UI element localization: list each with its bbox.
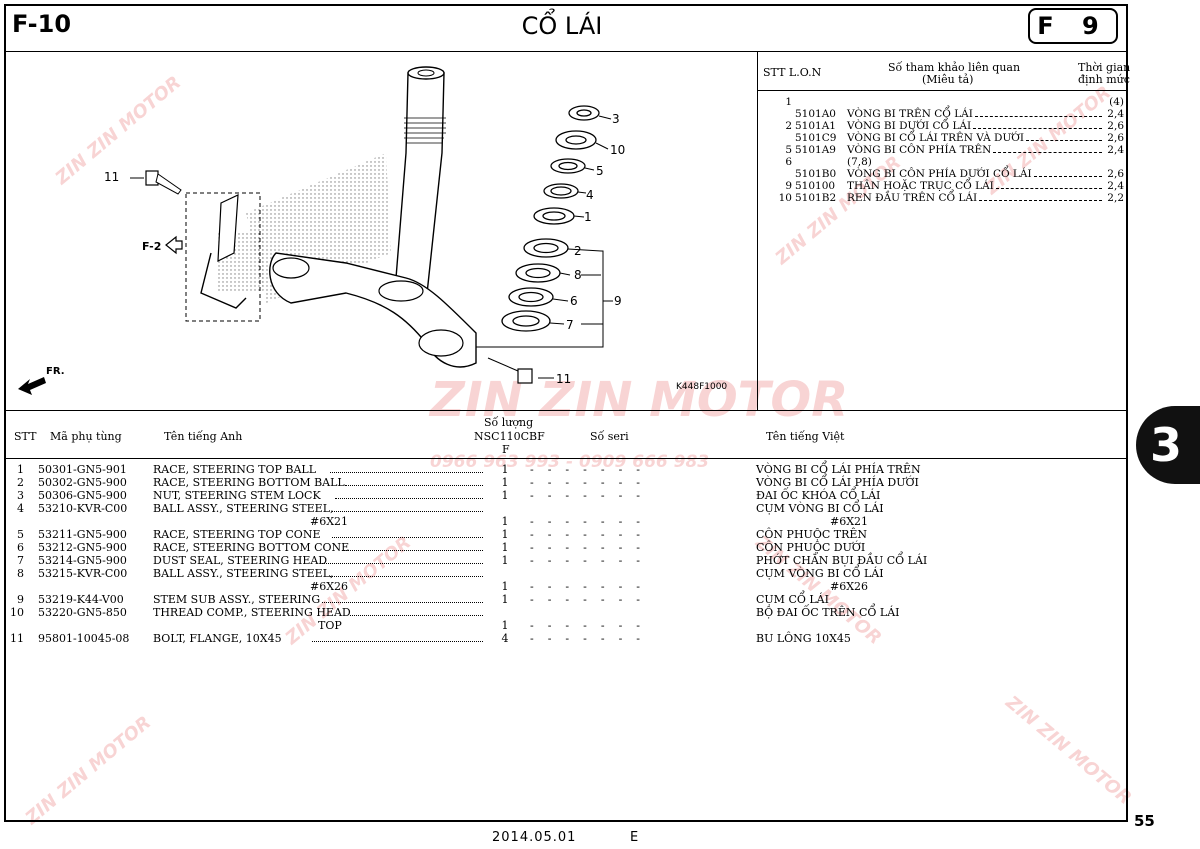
- callout-1: 1: [584, 210, 592, 224]
- col-serial: Số seri: [590, 430, 629, 443]
- page-frame: [4, 4, 1128, 822]
- footer-date: 2014.05.01: [492, 830, 577, 845]
- reference-col-time: Thời gian: [1078, 61, 1131, 74]
- callout-11-bottom: 11: [556, 372, 572, 386]
- reference-col-related: Số tham khảo liên quan: [888, 61, 1021, 74]
- reference-row: 1(4): [785, 96, 1124, 108]
- reference-header-divider: [758, 90, 1128, 91]
- callout-9: 9: [614, 294, 622, 308]
- figure-code-badge: F 9: [1028, 8, 1118, 44]
- callout-11-top: 11: [104, 170, 120, 184]
- col-model: NSC110CBF: [474, 430, 545, 443]
- reference-col-stt-lon: STT L.O.N: [763, 66, 822, 79]
- col-name-vn: Tên tiếng Việt: [766, 430, 845, 443]
- section-code: F-10: [12, 10, 72, 38]
- page-number: 55: [1134, 812, 1155, 830]
- callout-6: 6: [570, 294, 578, 308]
- diagram-divider: [757, 51, 758, 411]
- footer-edition: E: [630, 830, 639, 845]
- callout-7: 7: [566, 318, 574, 332]
- callout-10: 10: [610, 143, 626, 157]
- callout-4: 4: [586, 188, 594, 202]
- table-top-divider: [4, 410, 1128, 411]
- col-type: F: [502, 443, 510, 456]
- reference-col-related-sub: (Miêu tả): [922, 73, 974, 86]
- col-quantity: Số lượng: [484, 416, 534, 429]
- table-header-divider: [4, 458, 1128, 459]
- reference-figure-label: F-2: [142, 240, 162, 253]
- callout-3: 3: [612, 112, 620, 126]
- exploded-parts-diagram: [18, 66, 613, 395]
- reference-row: 6(7,8): [785, 156, 872, 168]
- page-title: CỔ LÁI: [521, 12, 603, 40]
- drawing-code: K448F1000: [676, 382, 728, 392]
- header-divider: [4, 51, 1128, 52]
- callout-2: 2: [574, 244, 582, 258]
- callout-5: 5: [596, 164, 604, 178]
- section-tab: 3: [1136, 406, 1200, 484]
- front-direction-label: FR.: [46, 366, 65, 377]
- callout-8: 8: [574, 268, 582, 282]
- col-stt: STT: [14, 430, 37, 443]
- col-name-en: Tên tiếng Anh: [164, 430, 243, 443]
- col-part-number: Mã phụ tùng: [50, 430, 122, 443]
- reference-col-time-sub: định mức: [1078, 73, 1130, 86]
